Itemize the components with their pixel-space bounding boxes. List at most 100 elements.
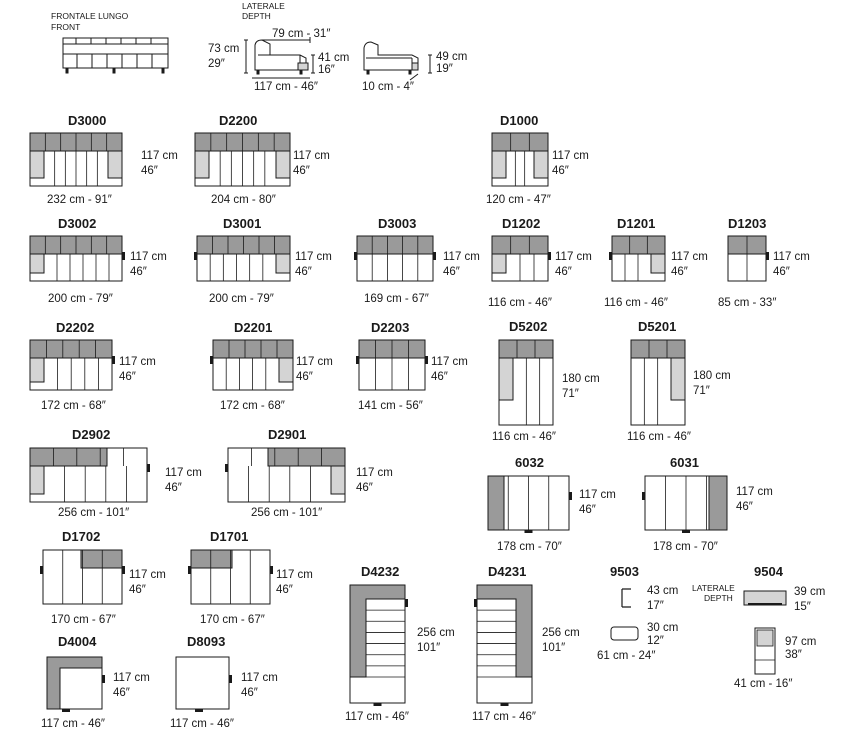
width-label: 178 cm - 70″: [653, 541, 718, 553]
depth2-cm: 30 cm: [647, 622, 679, 634]
depth-cm: 117 cm: [579, 489, 616, 501]
module-code: D1000: [500, 113, 539, 128]
depth-in: 46″: [293, 165, 310, 177]
module-code: D2201: [234, 320, 273, 335]
depth-cm: 117 cm: [296, 356, 333, 368]
depth-in: 46″: [295, 266, 312, 278]
side-elevation-drawing: [244, 37, 315, 79]
module-code: D5202: [509, 319, 548, 334]
module-d2902-plan: [29, 447, 150, 503]
depth-cm: 180 cm: [693, 370, 731, 382]
module-code: 9504: [754, 564, 783, 579]
module-d2202-plan: [29, 339, 115, 391]
width-label: 141 cm - 56″: [358, 400, 423, 412]
depth2-in: 12″: [647, 635, 664, 647]
width-label: 232 cm - 91″: [47, 194, 112, 206]
depth-cm: 117 cm: [295, 251, 332, 263]
width-label: 116 cm - 46″: [604, 297, 668, 309]
width-label: 116 cm - 46″: [492, 431, 556, 443]
depth-cm: 39 cm: [794, 586, 826, 598]
width-label: 117 cm - 46″: [472, 711, 536, 723]
arm-height-in: 16″: [318, 64, 335, 76]
depth-cm: 117 cm: [431, 356, 468, 368]
depth-in: 46″: [443, 266, 460, 278]
arm-depth-label: 10 cm - 4″: [362, 81, 415, 93]
chaise-plan: [349, 584, 408, 706]
width-label: 256 cm - 101″: [251, 507, 323, 519]
depth-cm: 117 cm: [130, 251, 167, 263]
module-d3000-plan: [29, 132, 123, 187]
depth-cm: 43 cm: [647, 585, 679, 597]
depth-in: 46″: [555, 266, 572, 278]
accessory-plans: [610, 588, 787, 675]
depth-in: 46″: [276, 584, 293, 596]
module-code: D4232: [361, 564, 400, 579]
front-elevation-drawing: [62, 37, 169, 74]
depth-in: 46″: [129, 584, 146, 596]
seat-height-cm: 73 cm: [208, 43, 240, 55]
module-code: D3001: [223, 216, 262, 231]
module-d3001-plan: [194, 235, 291, 282]
module-code: D2203: [371, 320, 410, 335]
module-code: D1201: [617, 216, 656, 231]
depth-cm: 117 cm: [276, 569, 313, 581]
depth-in: 46″: [113, 687, 130, 699]
depth2-cm: 97 cm: [785, 636, 817, 648]
depth-in: 46″: [119, 371, 136, 383]
module-d1202-plan: [491, 235, 551, 282]
width-label: 116 cm - 46″: [627, 431, 691, 443]
depth-in: 46″: [130, 266, 147, 278]
depth-cm: 180 cm: [562, 373, 600, 385]
front-caption-2: FRONT: [51, 22, 81, 32]
module-d3003-plan: [354, 235, 436, 282]
module-d2203-plan: [356, 339, 428, 391]
side-caption-2: DEPTH: [704, 593, 733, 603]
module-code: D2902: [72, 427, 111, 442]
module-code: D3003: [378, 216, 417, 231]
depth-cm: 117 cm: [141, 150, 178, 162]
width-label: 117 cm - 46″: [41, 718, 105, 730]
module-d1701-plan: [188, 549, 273, 605]
depth-cm: 117 cm: [443, 251, 480, 263]
width-label: 85 cm - 33″: [718, 297, 777, 309]
module-d2901-plan: [225, 447, 346, 503]
depth-cm: 117 cm: [293, 150, 330, 162]
width-label: 169 cm - 67″: [364, 293, 429, 305]
seat-height-in: 29″: [208, 58, 225, 70]
width-label: 41 cm - 16″: [734, 678, 793, 690]
depth-cm: 117 cm: [119, 356, 156, 368]
depth-in: 17″: [647, 600, 664, 612]
depth-in: 46″: [431, 371, 448, 383]
depth-cm: 117 cm: [555, 251, 592, 263]
depth-in: 46″: [773, 266, 790, 278]
depth-in: 46″: [579, 504, 596, 516]
total-depth-label: 117 cm - 46″: [254, 81, 318, 93]
depth-cm: 117 cm: [736, 486, 773, 498]
module-code: D4004: [58, 634, 97, 649]
module-code: D5201: [638, 319, 677, 334]
module-code: D2200: [219, 113, 258, 128]
depth-cm: 256 cm: [417, 627, 455, 639]
depth-cm: 117 cm: [165, 467, 202, 479]
module-code: D3002: [58, 216, 97, 231]
arm-height-cm: 41 cm: [318, 52, 350, 64]
module-code: D4231: [488, 564, 527, 579]
depth-in: 46″: [671, 266, 688, 278]
width-label: 256 cm - 101″: [58, 507, 130, 519]
module-code: D1203: [728, 216, 767, 231]
depth-in: 46″: [552, 165, 569, 177]
chaise-plan: [474, 584, 533, 706]
depth-in: 101″: [542, 642, 566, 654]
module-d1203-plan: [727, 235, 769, 282]
module-code: D2901: [268, 427, 307, 442]
module-d2200-plan: [194, 132, 291, 187]
width-label: 172 cm - 68″: [220, 400, 285, 412]
depth-cm: 117 cm: [129, 569, 166, 581]
width-label: 172 cm - 68″: [41, 400, 106, 412]
depth-in: 46″: [736, 501, 753, 513]
width-label: 61 cm - 24″: [597, 650, 656, 662]
depth-in: 101″: [417, 642, 441, 654]
width-label: 170 cm - 67″: [51, 614, 116, 626]
